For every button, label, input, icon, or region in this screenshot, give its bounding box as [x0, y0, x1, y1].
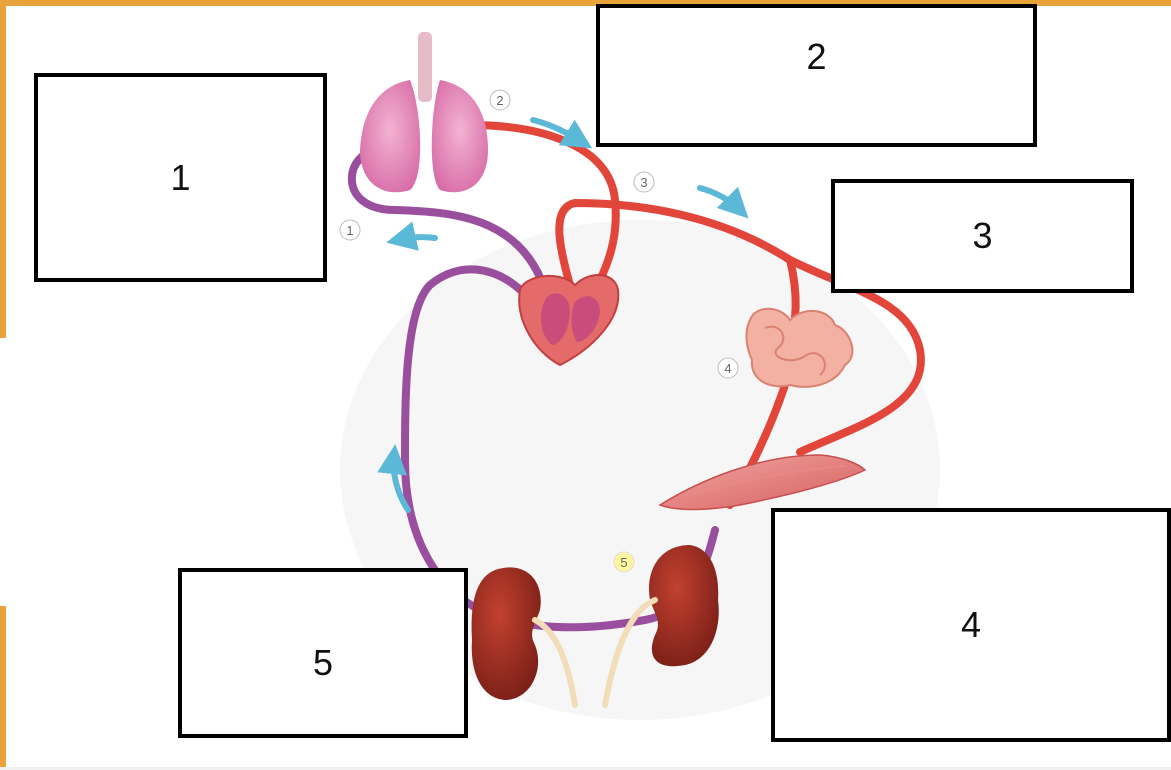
left-lung	[360, 80, 420, 192]
label-box-5[interactable]: 5	[178, 568, 468, 738]
step-marker-1: 1	[340, 220, 360, 240]
step-marker-2: 2	[490, 90, 510, 110]
svg-text:3: 3	[640, 175, 647, 190]
step-marker-5: 5	[614, 552, 634, 572]
right-lung	[432, 80, 488, 192]
label-box-number: 4	[961, 604, 981, 646]
svg-text:4: 4	[724, 361, 731, 376]
label-box-number: 5	[313, 642, 333, 684]
svg-text:5: 5	[620, 555, 627, 570]
label-box-number: 3	[972, 215, 992, 257]
step-marker-4: 4	[718, 358, 738, 378]
flow-arrow-1	[398, 237, 435, 240]
lungs-illustration	[360, 32, 488, 192]
svg-text:2: 2	[496, 93, 503, 108]
trachea	[418, 32, 432, 102]
label-box-number: 2	[806, 36, 826, 78]
label-box-1[interactable]: 1	[34, 73, 327, 282]
left-kidney	[472, 567, 541, 700]
right-kidney	[649, 545, 719, 666]
step-marker-3: 3	[634, 172, 654, 192]
flow-arrow-3	[700, 188, 740, 210]
label-box-2[interactable]: 2	[596, 4, 1037, 147]
label-box-4[interactable]: 4	[771, 508, 1171, 742]
svg-text:1: 1	[346, 223, 353, 238]
label-box-3[interactable]: 3	[831, 179, 1134, 293]
label-box-number: 1	[170, 157, 190, 199]
